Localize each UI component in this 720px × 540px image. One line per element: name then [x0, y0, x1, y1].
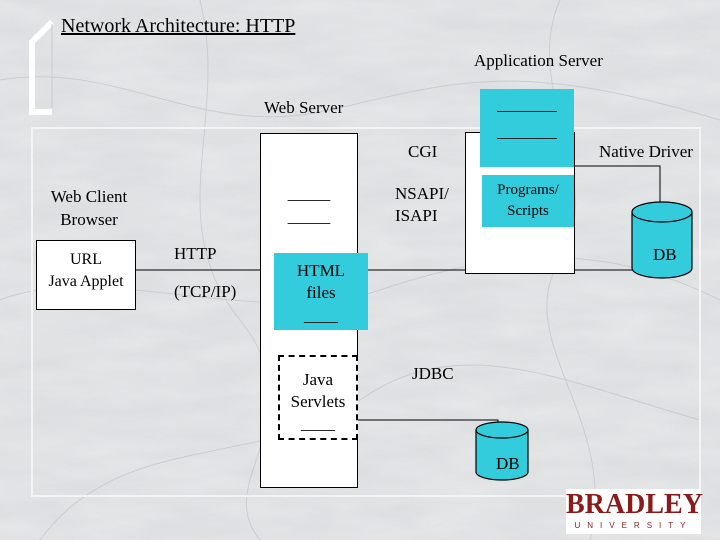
programs-scripts-box: Programs/ Scripts: [482, 175, 574, 227]
app-blank-2: _______: [497, 122, 557, 141]
cgi-label: CGI: [408, 142, 438, 161]
app-blank-1: _______: [497, 95, 557, 114]
html-files-box: HTML files ____: [274, 253, 368, 330]
app-server-cyan-panel: _______ _______: [480, 89, 574, 167]
servlets-label: Servlets: [290, 392, 346, 411]
db-top-label: DB: [653, 245, 677, 264]
application-server-label: Application Server: [474, 51, 603, 70]
html-blank: ____: [304, 306, 338, 325]
db-bottom-label: DB: [496, 454, 520, 473]
logo-sub: UNIVERSITY: [574, 521, 693, 530]
programs-label: Programs/: [497, 182, 559, 198]
webserver-blank-2: _____: [287, 207, 331, 226]
native-driver-label: Native Driver: [599, 142, 693, 161]
java-servlets-box: Java Servlets ____: [278, 355, 358, 440]
native-driver-line: [574, 165, 661, 205]
isapi-label: ISAPI: [395, 206, 438, 225]
url-applet-box: URL Java Applet: [36, 240, 136, 310]
web-server-label: Web Server: [264, 98, 344, 117]
nsapi-label: NSAPI/: [395, 184, 449, 203]
java-label: Java: [302, 370, 334, 389]
webserver-blank-1: _____: [287, 184, 331, 203]
logo-name: BRADLEY: [566, 489, 703, 520]
bradley-logo: BRADLEY UNIVERSITY: [566, 489, 703, 534]
scripts-label: Scripts: [507, 203, 549, 219]
browser-label: Browser: [60, 210, 118, 229]
db-cylinder-bottom: [475, 421, 529, 481]
servlets-blank: ____: [301, 414, 335, 433]
html-label: HTML: [296, 261, 346, 280]
web-client-label: Web Client: [50, 187, 128, 206]
http-label: HTTP: [174, 244, 217, 263]
files-label: files: [306, 283, 336, 302]
url-label: URL: [70, 251, 102, 268]
db-cylinder-top: [631, 201, 693, 279]
java-applet-label: Java Applet: [48, 273, 124, 290]
page-title: Network Architecture: HTTP: [61, 15, 296, 37]
tcp-ip-label: (TCP/IP): [174, 282, 237, 301]
jdbc-label: JDBC: [412, 364, 454, 383]
